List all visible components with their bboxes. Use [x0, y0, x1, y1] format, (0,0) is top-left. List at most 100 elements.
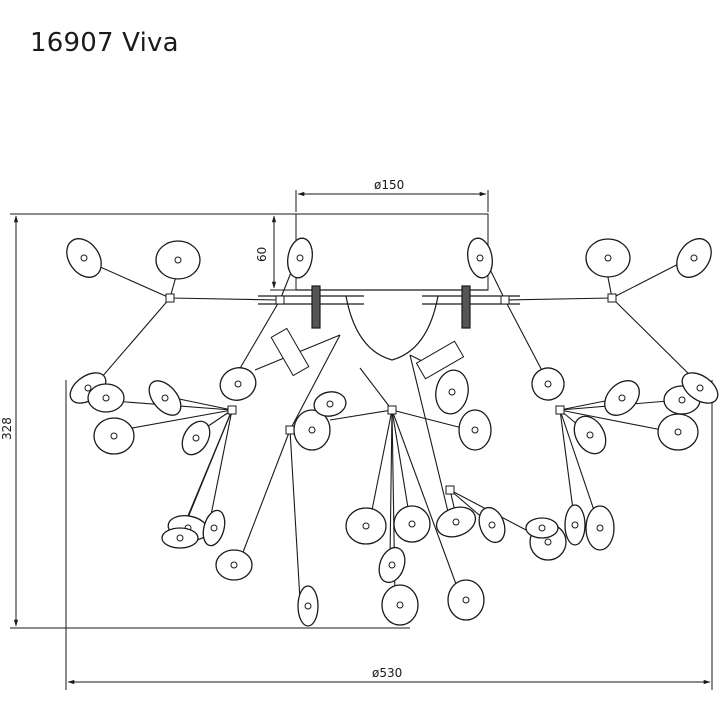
- leaf-disc: [525, 517, 559, 539]
- leaf-center: [326, 400, 334, 408]
- arm-segment: [289, 334, 341, 431]
- leaf-center: [396, 601, 404, 609]
- leaf-center: [304, 602, 312, 610]
- leaf-disc: [604, 380, 640, 416]
- leaf-disc: [393, 505, 431, 543]
- leaf-disc: [435, 369, 469, 415]
- leaf-center: [471, 426, 479, 434]
- branch-node: [500, 295, 510, 305]
- arm-segment: [239, 429, 291, 561]
- leaf-disc: [531, 367, 565, 401]
- leaf-disc: [381, 584, 419, 626]
- leaf-disc: [458, 409, 492, 451]
- leaf-disc: [287, 237, 313, 279]
- leaf-center: [80, 254, 88, 262]
- arm-segment: [369, 409, 393, 521]
- arm-segment: [391, 409, 471, 431]
- dimension-lines: [10, 190, 713, 690]
- leaf-center: [174, 256, 182, 264]
- leaf-disc: [293, 409, 331, 451]
- leaf-disc: [467, 237, 493, 279]
- leaf-disc: [313, 391, 347, 417]
- lamp-arms: [79, 254, 701, 601]
- leaf-disc: [297, 585, 319, 627]
- arm-segment: [504, 299, 549, 383]
- arm-segment: [209, 409, 233, 521]
- branch-node: [445, 485, 455, 495]
- branch-node: [387, 405, 397, 415]
- leaf-center: [296, 254, 304, 262]
- arm-segment: [391, 409, 461, 596]
- canopy-diameter-label: ø150: [374, 178, 404, 192]
- arm-segment: [409, 354, 451, 521]
- leaf-center: [408, 520, 416, 528]
- leaf-disc: [87, 383, 125, 413]
- arm-segment: [391, 409, 411, 521]
- leaf-disc: [148, 380, 182, 416]
- leaf-center: [678, 396, 686, 404]
- arm-segment: [449, 489, 486, 521]
- lamp-leaves: [66, 237, 719, 627]
- leaf-disc: [202, 509, 226, 547]
- leaf-disc: [478, 506, 506, 544]
- leaf-center: [192, 434, 200, 442]
- leaf-disc: [585, 505, 615, 551]
- leaf-center: [696, 384, 704, 392]
- leaf-disc: [447, 579, 485, 621]
- leaf-center: [362, 522, 370, 530]
- leaf-disc: [681, 372, 719, 404]
- leaf-center: [618, 394, 626, 402]
- total-height-label: 328: [0, 417, 14, 440]
- leaf-center: [544, 380, 552, 388]
- leaf-disc: [219, 367, 257, 401]
- arm-segment: [94, 297, 171, 386]
- leaf-center: [452, 518, 460, 526]
- arm-segment: [169, 297, 281, 301]
- leaf-disc: [564, 504, 586, 546]
- leaf-center: [176, 534, 184, 542]
- arm-segment: [359, 367, 393, 411]
- leaf-center: [571, 521, 579, 529]
- leaf-center: [488, 521, 496, 529]
- arm-segment: [389, 409, 393, 561]
- arm-segment: [611, 297, 701, 386]
- leaf-center: [462, 596, 470, 604]
- leaf-disc: [573, 415, 607, 455]
- leaf-center: [210, 524, 218, 532]
- leaf-center: [596, 524, 604, 532]
- branch-node: [275, 295, 285, 305]
- leaf-disc: [435, 506, 477, 538]
- leaf-disc: [155, 240, 201, 280]
- canopy-height-label: 60: [255, 247, 269, 262]
- leaf-disc: [657, 413, 699, 451]
- branch-node: [285, 425, 295, 435]
- arm-segment: [329, 409, 393, 421]
- leaf-center: [586, 431, 594, 439]
- leaf-center: [604, 254, 612, 262]
- total-diameter-label: ø530: [372, 666, 402, 680]
- leaf-center: [448, 388, 456, 396]
- arm-segment: [179, 409, 233, 536]
- arm-segment: [289, 429, 301, 601]
- leaf-disc: [676, 238, 712, 278]
- leaf-center: [538, 524, 546, 532]
- branch-node: [555, 405, 565, 415]
- canopy: [258, 213, 520, 361]
- bulb-socket: [270, 327, 310, 377]
- branch-node: [607, 293, 617, 303]
- product-title: 16907 Viva: [30, 28, 179, 58]
- leaf-disc: [585, 238, 631, 278]
- leaf-disc: [215, 549, 253, 581]
- leaf-center: [234, 380, 242, 388]
- leaf-center: [388, 561, 396, 569]
- leaf-center: [308, 426, 316, 434]
- leaf-center: [110, 432, 118, 440]
- leaf-center: [690, 254, 698, 262]
- branch-node: [165, 293, 175, 303]
- leaf-disc: [66, 238, 102, 278]
- leaf-disc: [378, 546, 406, 584]
- leaf-center: [476, 254, 484, 262]
- leaf-center: [674, 428, 682, 436]
- leaf-center: [161, 394, 169, 402]
